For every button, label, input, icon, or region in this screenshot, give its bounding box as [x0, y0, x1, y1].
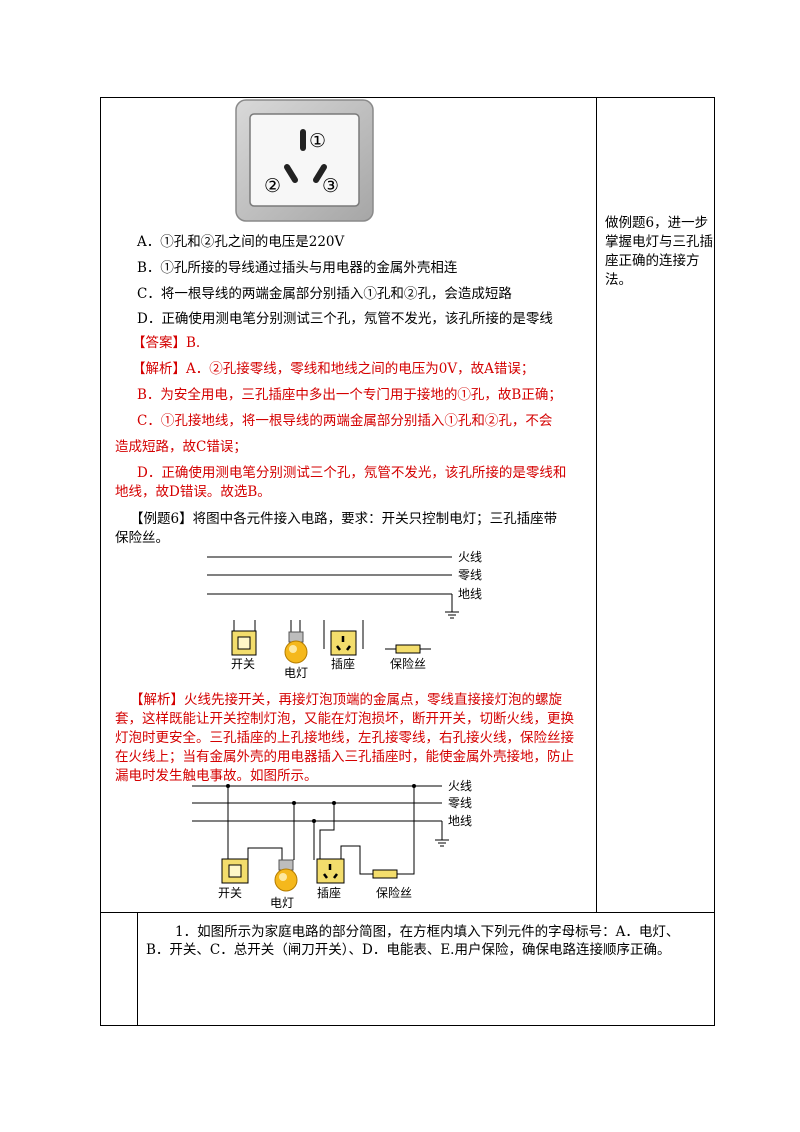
table-right-border — [714, 97, 715, 1026]
exercise-line2: B．开关、C．总开关（闸刀开关）、D．电能表、E.用户保险，确保电路连接顺序正确… — [146, 942, 671, 958]
option-c: C．将一根导线的两端金属部分别插入①孔和②孔，会造成短路 — [137, 286, 512, 302]
analysis1-line2: B．为安全用电，三孔插座中多出一个专门用于接地的①孔，故B正确； — [137, 387, 562, 403]
analysis1-line3a: C．①孔接地线，将一根导线的两端金属部分别插入①孔和②孔，不会 — [137, 413, 553, 429]
ground-symbol — [445, 594, 459, 619]
analysis2-line3: 灯泡时更安全。三孔插座的上孔接地线，左孔接零线，右孔接火线，保险丝接 — [115, 730, 574, 746]
analysis2-line5: 漏电时发生触电事故。如图所示。 — [115, 768, 318, 784]
socket-inner-face — [249, 113, 360, 207]
junction-dots — [226, 784, 416, 823]
teaching-note: 做例题6，进一步掌握电灯与三孔插座正确的连接方法。 — [605, 215, 713, 288]
analysis1-line1: 【解析】A．②孔接零线，零线和地线之间的电压为0V，故A错误； — [132, 361, 535, 377]
switch-icon — [221, 858, 249, 884]
live-wire-label: 火线 — [458, 550, 482, 564]
circuit-diagram-question: 火线 零线 地线 开关 电灯 — [207, 550, 482, 680]
lamp-icon — [284, 620, 308, 664]
socket-comp-label: 插座 — [317, 885, 341, 900]
option-a: A．①孔和②孔之间的电压是220V — [137, 234, 345, 250]
socket-label-3: ③ — [322, 175, 339, 197]
three-hole-socket-figure: ① ② ③ — [235, 99, 374, 222]
circuit-diagram-solution: 火线 零线 地线 开关 — [192, 779, 472, 910]
fuse-label: 保险丝 — [376, 885, 412, 900]
socket-label-2: ② — [264, 175, 281, 197]
analysis2-line4: 在火线上；当有金属外壳的用电器插入三孔插座时，能使金属外壳接地，防止 — [115, 749, 574, 765]
socket-comp-label: 插座 — [331, 656, 355, 671]
analysis1-line4b: 地线，故D错误。故选B。 — [115, 484, 271, 500]
socket-icon — [316, 858, 345, 884]
connection-wires — [227, 786, 415, 875]
exercise-column-divider — [137, 912, 138, 1026]
socket-label-1: ① — [309, 130, 326, 152]
lamp-label: 电灯 — [270, 896, 294, 910]
option-b: B．①孔所接的导线通过插头与用电器的金属外壳相连 — [137, 260, 458, 276]
table-column-divider — [596, 97, 597, 912]
table-top-border — [100, 97, 715, 98]
socket-hole-3 — [313, 164, 327, 183]
analysis2-line2: 套，这样既能让开关控制灯泡，又能在灯泡损坏，断开开关，切断火线，更换 — [115, 711, 574, 727]
neutral-wire-label: 零线 — [458, 568, 482, 582]
answer-line: 【答案】B. — [132, 335, 201, 351]
analysis1-line4a: D．正确使用测电笔分别测试三个孔，氖管不发光，该孔所接的是零线和 — [137, 465, 567, 481]
example6-line2: 保险丝。 — [115, 530, 169, 546]
fuse-icon — [385, 644, 431, 654]
lamp-label: 电灯 — [284, 666, 308, 680]
switch-icon — [231, 620, 257, 656]
analysis1-line3b: 造成短路，故C错误； — [115, 439, 247, 455]
table-left-border — [100, 97, 101, 1026]
table-bottom-border — [100, 1025, 715, 1026]
switch-label: 开关 — [231, 657, 255, 671]
lamp-icon — [274, 859, 298, 892]
fuse-icon — [372, 869, 398, 879]
table-row-divider — [100, 912, 715, 913]
live-wire-label: 火线 — [448, 779, 472, 793]
ground-wire-label: 地线 — [458, 587, 482, 601]
analysis2-line1: 【解析】火线先接开关，再接灯泡顶端的金属点，零线直接接灯泡的螺旋 — [130, 692, 562, 708]
example6-line1: 【例题6】将图中各元件接入电路，要求：开关只控制电灯；三孔插座带 — [130, 511, 558, 527]
option-d: D．正确使用测电笔分别测试三个孔，氖管不发光，该孔所接的是零线 — [137, 311, 553, 327]
fuse-label: 保险丝 — [390, 656, 426, 671]
exercise-line1: 1．如图所示为家庭电路的部分简图，在方框内填入下列元件的字母标号：A．电灯、 — [175, 924, 680, 940]
neutral-wire-label: 零线 — [448, 796, 472, 810]
ground-wire-label: 地线 — [448, 814, 472, 828]
socket-hole-2 — [284, 164, 298, 183]
socket-icon — [323, 620, 364, 656]
switch-label: 开关 — [218, 886, 242, 900]
ground-symbol — [435, 821, 449, 847]
